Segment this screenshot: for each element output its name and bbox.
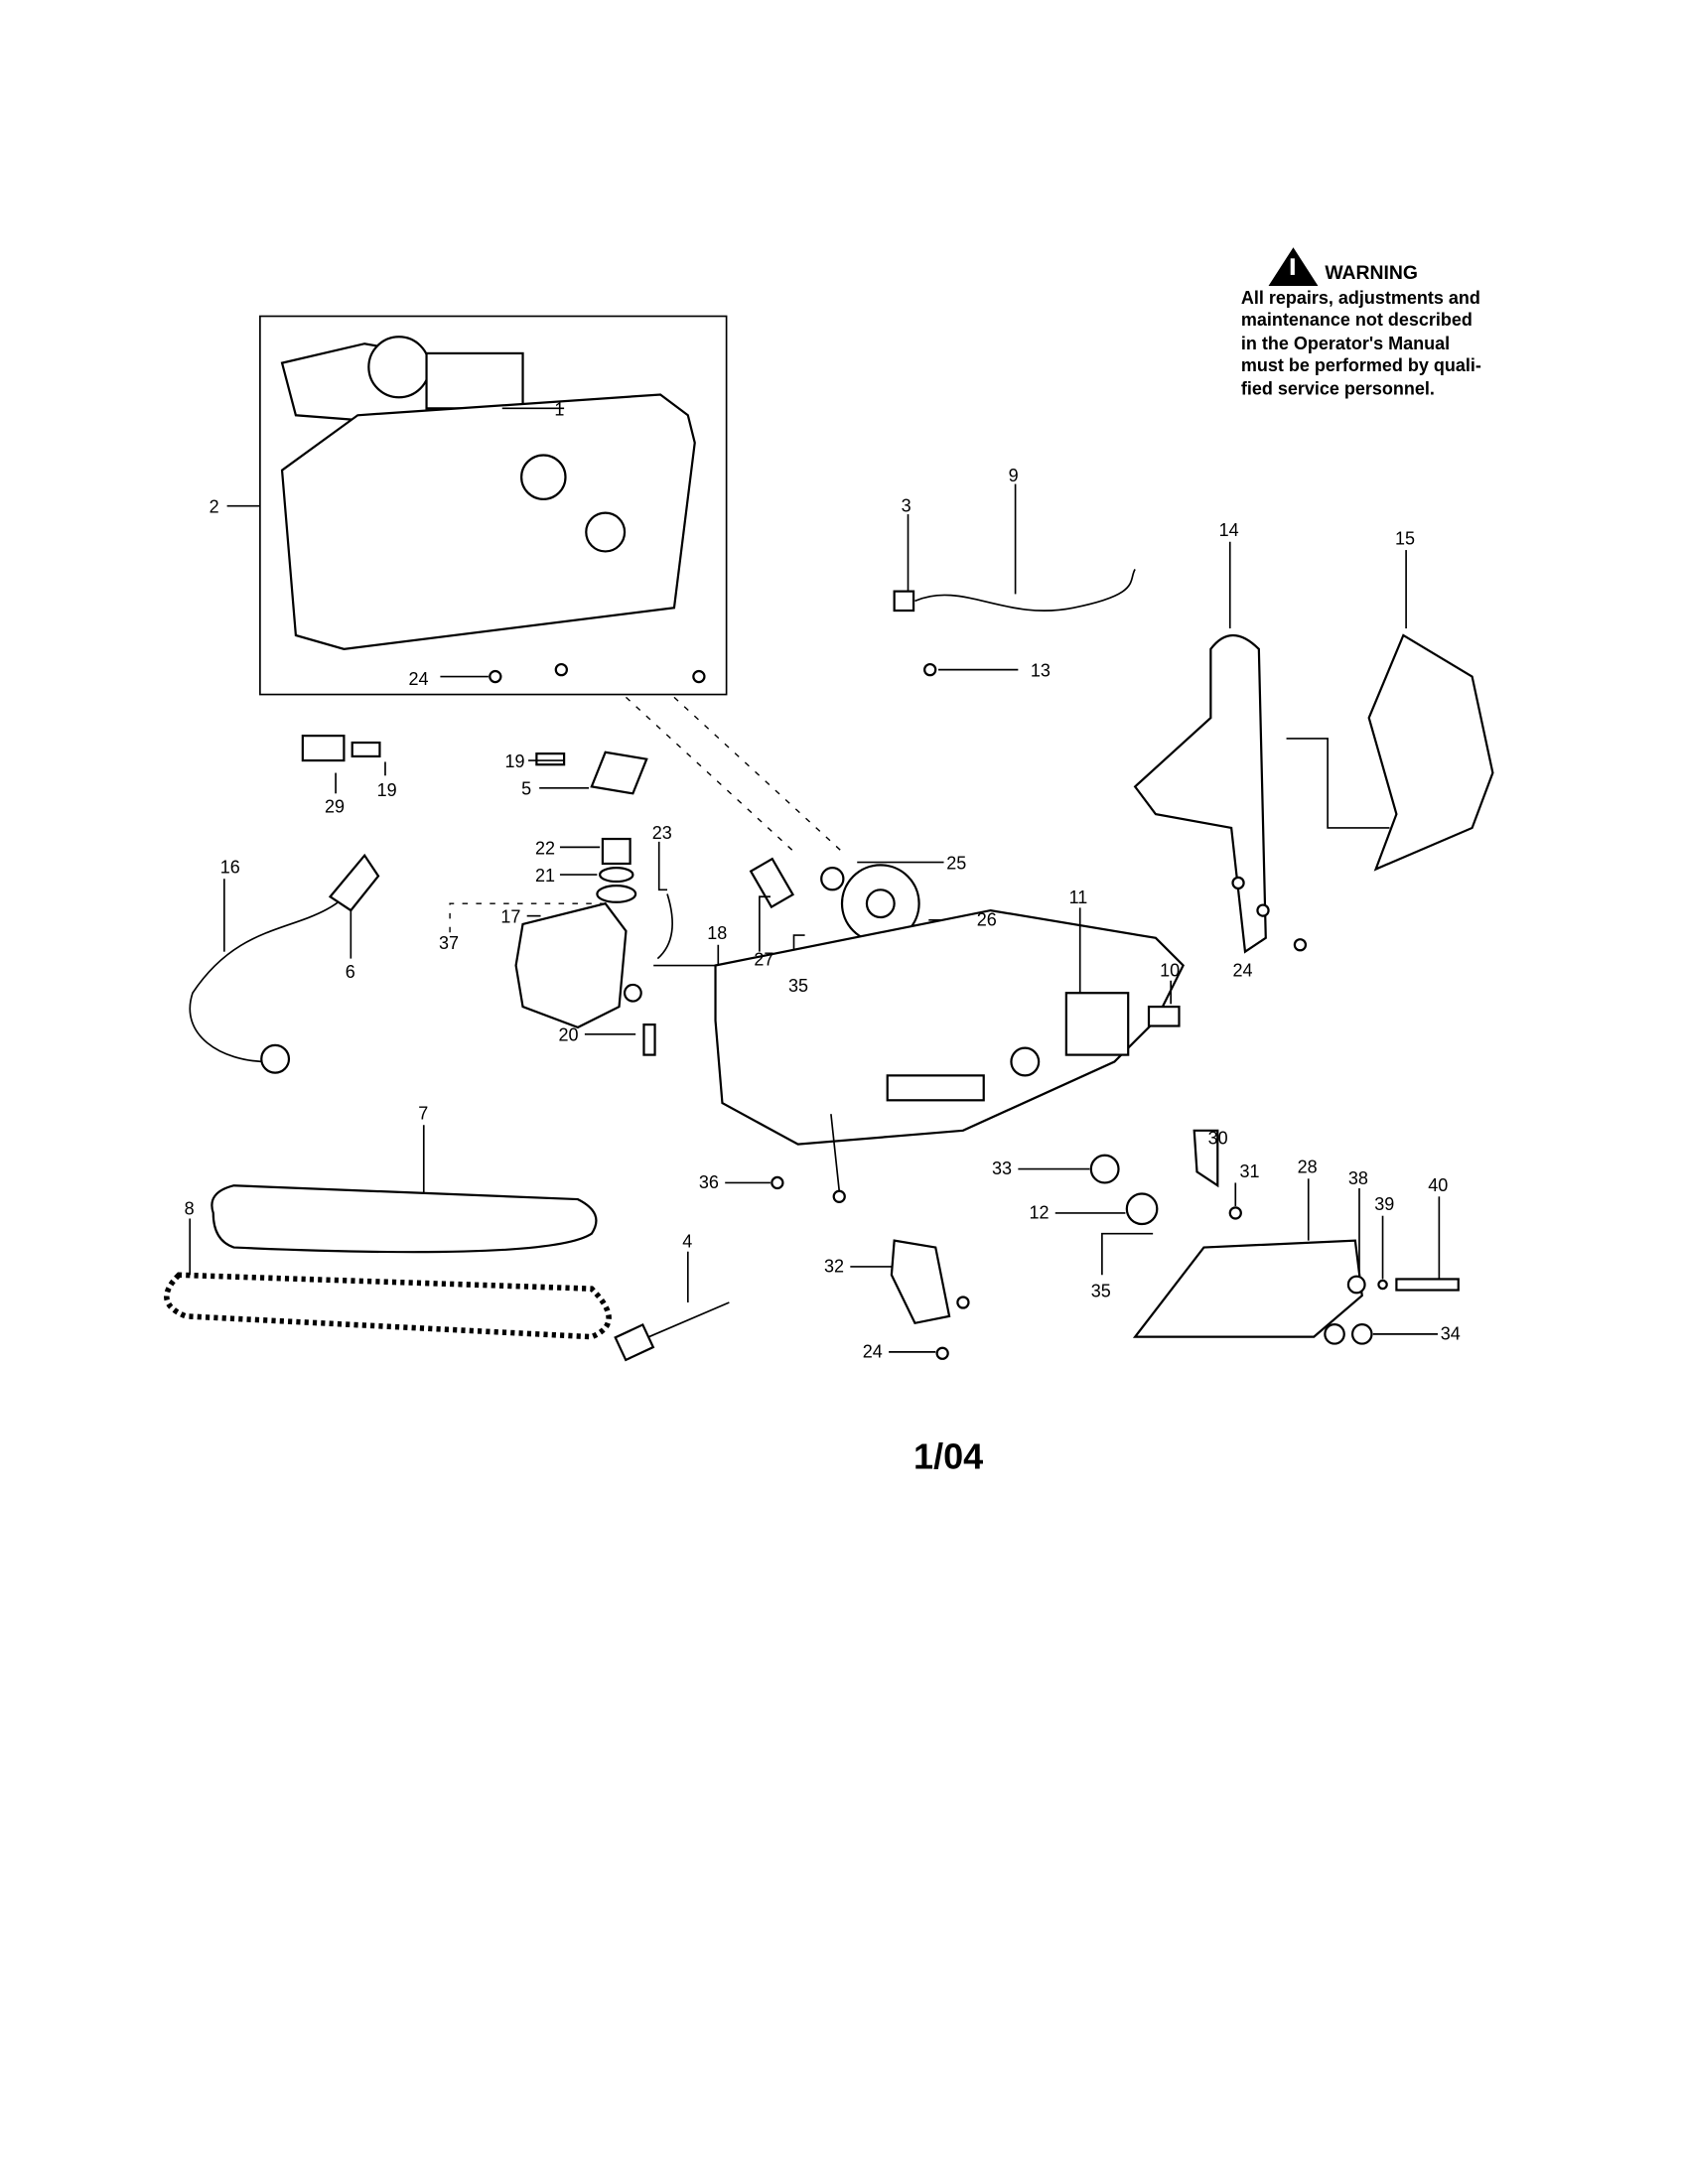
callout-20: 20 [559, 1025, 579, 1045]
callout-30: 30 [1208, 1129, 1228, 1149]
guide-bar [210, 1184, 598, 1254]
callout-24: 24 [1233, 961, 1253, 981]
callout-35: 35 [788, 976, 808, 996]
hand-guard [1367, 633, 1494, 872]
warning-line: All repairs, adjustments and [1241, 288, 1480, 308]
callout-28: 28 [1298, 1158, 1318, 1177]
motor-assembly-inset [226, 315, 728, 696]
callout-15: 15 [1395, 529, 1415, 549]
date-code: 1/04 [913, 1436, 983, 1477]
callout-14: 14 [1219, 520, 1239, 540]
callout-24: 24 [409, 669, 429, 689]
motor [425, 351, 524, 410]
warning-line: in the Operator's Manual [1241, 334, 1450, 353]
callout-40: 40 [1428, 1175, 1448, 1195]
warning-title: WARNING [1325, 262, 1418, 284]
callout-1: 1 [554, 399, 564, 419]
callout-4: 4 [682, 1232, 692, 1252]
callout-24: 24 [863, 1341, 883, 1361]
callout-25: 25 [946, 854, 966, 874]
warning-line: maintenance not described [1241, 310, 1473, 330]
callout-35: 35 [1091, 1281, 1111, 1300]
main-housing [714, 908, 1185, 1146]
callout-8: 8 [185, 1198, 195, 1218]
callout-17: 17 [500, 907, 520, 927]
callout-22: 22 [535, 838, 555, 858]
oil-tank [514, 901, 628, 1029]
callout-12: 12 [1029, 1202, 1049, 1222]
callout-9: 9 [1009, 466, 1019, 485]
warning-line: must be performed by quali- [1241, 355, 1481, 375]
callout-36: 36 [699, 1172, 719, 1192]
fan [367, 336, 431, 399]
callout-27: 27 [754, 950, 773, 970]
callout-31: 31 [1239, 1161, 1259, 1181]
callout-23: 23 [652, 823, 672, 843]
front-handle [1133, 634, 1267, 954]
callout-16: 16 [220, 858, 240, 878]
callout-38: 38 [1348, 1168, 1368, 1188]
callout-6: 6 [346, 962, 355, 982]
callout-2: 2 [210, 497, 219, 517]
callout-37: 37 [439, 933, 459, 953]
callout-5: 5 [521, 779, 531, 799]
callout-19: 19 [505, 751, 525, 771]
saw-chain [164, 1272, 612, 1340]
callout-19: 19 [377, 780, 397, 800]
callout-33: 33 [992, 1159, 1012, 1178]
callout-39: 39 [1374, 1194, 1394, 1214]
warning-line: fied service personnel. [1241, 378, 1435, 398]
callout-11: 11 [1069, 887, 1088, 907]
callout-34: 34 [1441, 1323, 1461, 1343]
callout-21: 21 [535, 866, 555, 886]
callout-18: 18 [707, 923, 727, 943]
warning-block: WARNING All repairs, adjustments and mai… [1241, 247, 1481, 398]
callout-3: 3 [902, 495, 912, 515]
sprocket-cover [1132, 1239, 1363, 1338]
motor-housing [280, 393, 696, 650]
callout-13: 13 [1031, 661, 1051, 681]
callout-10: 10 [1160, 961, 1180, 981]
callout-32: 32 [824, 1257, 844, 1277]
callout-26: 26 [977, 909, 997, 929]
callout-29: 29 [325, 797, 345, 817]
callout-7: 7 [418, 1104, 428, 1124]
